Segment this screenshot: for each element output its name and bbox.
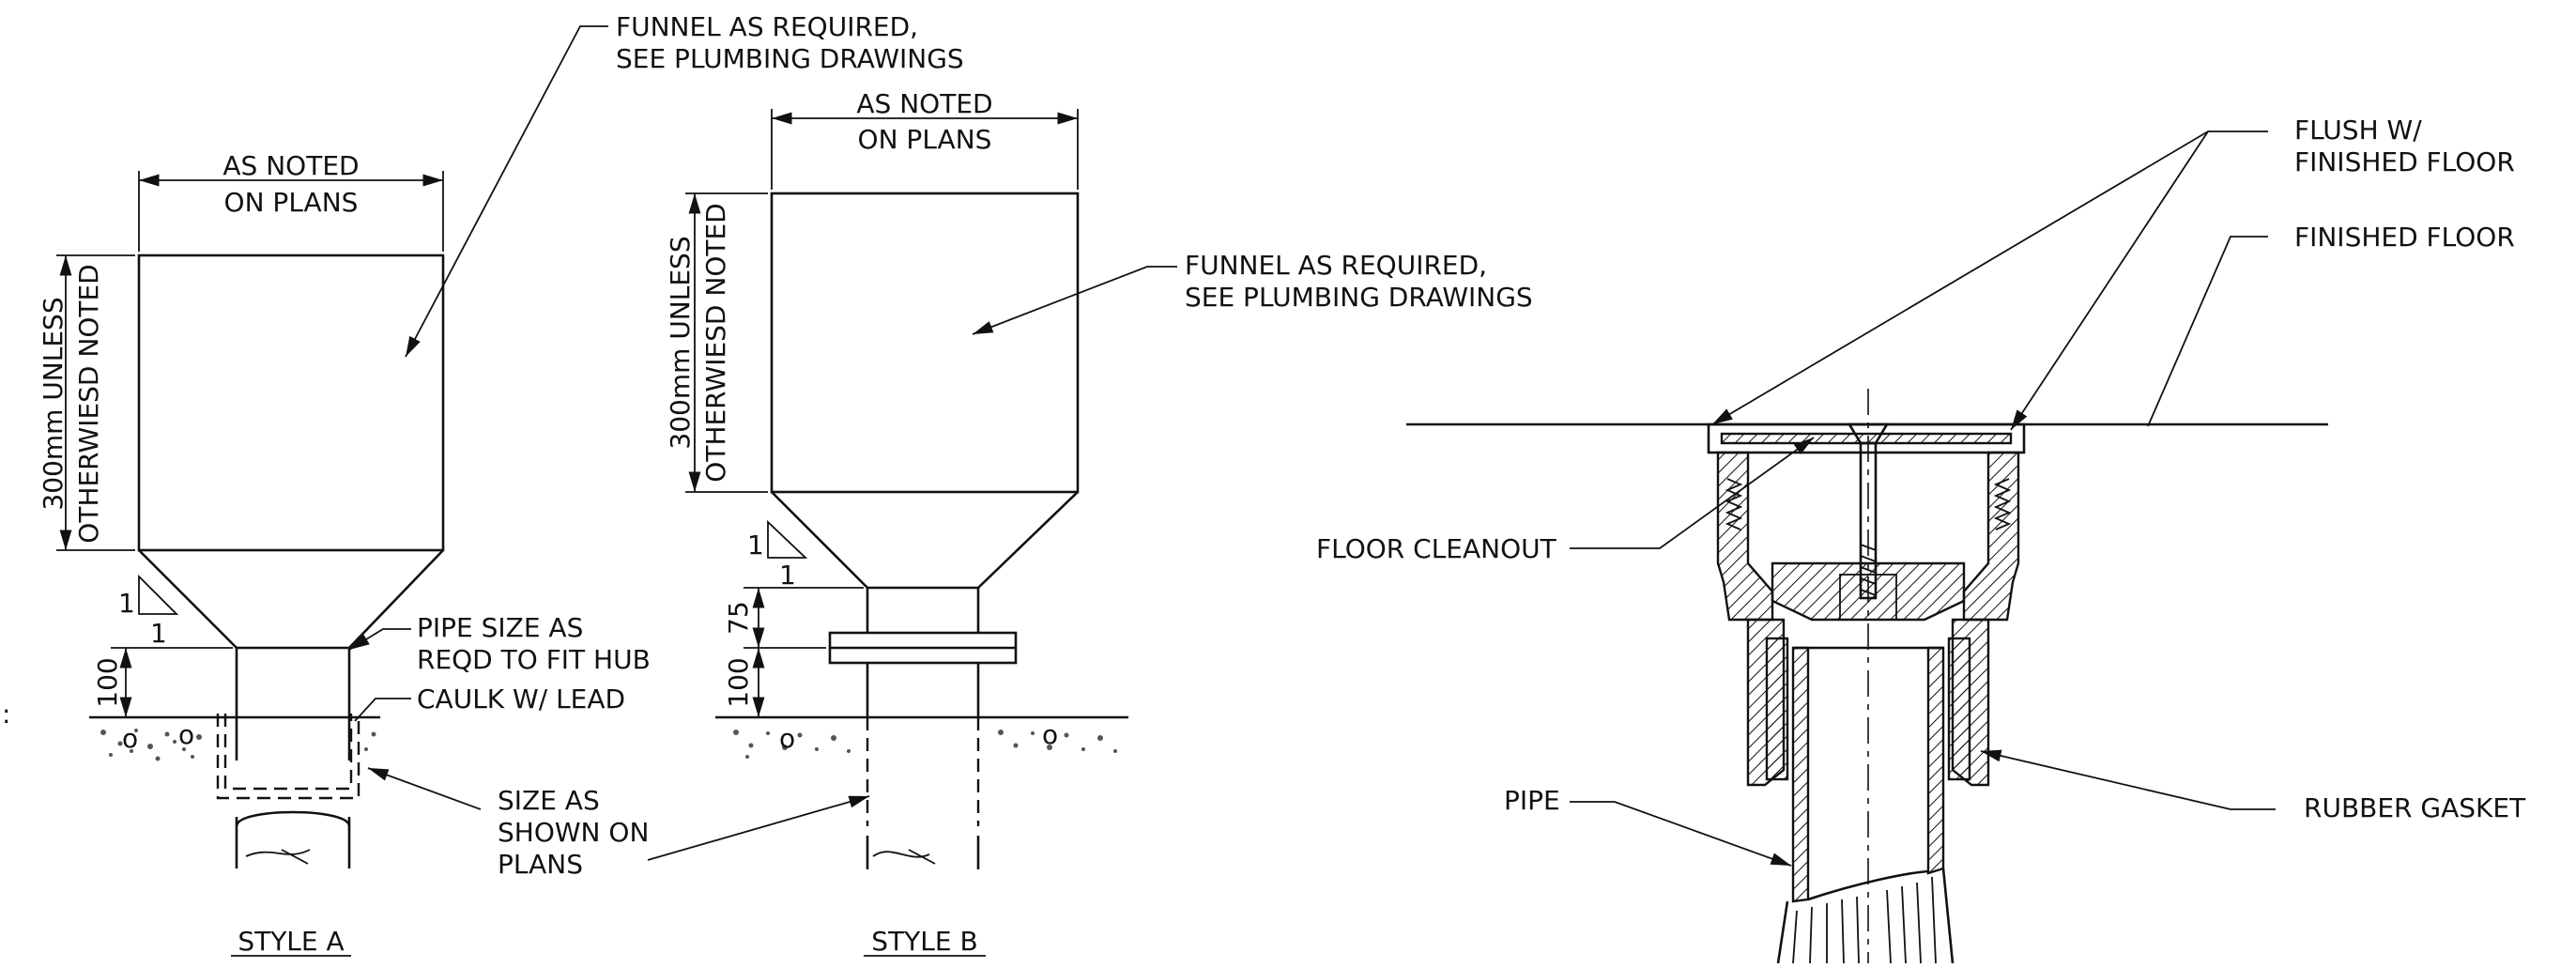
style-b-height-label-2: OTHERWIESD NOTED	[700, 203, 731, 482]
finished-floor-leader	[2147, 236, 2268, 427]
style-a-width-label-2: ON PLANS	[224, 187, 359, 218]
style-a-slope-triangle	[138, 574, 179, 615]
style-a-funnel-body	[137, 254, 445, 552]
style-b-width-label-2: ON PLANS	[858, 124, 992, 155]
style-b-funnel-leader	[972, 266, 1177, 335]
size-note-2: SHOWN ON	[498, 817, 649, 848]
style-b-slope-rise: 1	[747, 530, 764, 561]
rubber-gasket-note: RUBBER GASKET	[2304, 792, 2526, 823]
style-a-funnel-leader	[405, 25, 608, 358]
flush-note-2: FINISHED FLOOR	[2294, 146, 2515, 177]
style-b-detail: o o AS NOTED ON PLANS 300mm UNLESS OTHER…	[665, 88, 1533, 957]
size-note-1: SIZE AS	[498, 785, 600, 816]
style-a-width-label-1: AS NOTED	[222, 150, 359, 181]
cleanout-plug	[1771, 561, 1966, 622]
style-a-slope-rise: 1	[118, 588, 135, 619]
style-a-pipe-size-leader	[348, 628, 411, 651]
cleanout-housing-left	[1716, 451, 1774, 622]
style-a-funnel-note-1: FUNNEL AS REQUIRED,	[616, 11, 918, 42]
flush-note-1: FLUSH W/	[2294, 115, 2422, 146]
style-b-height-label-1: 300mm UNLESS	[665, 236, 696, 449]
cleanout-housing-right	[1962, 451, 2020, 622]
finished-floor-note: FINISHED FLOOR	[2294, 222, 2515, 253]
style-a-caulk-leader	[354, 698, 411, 722]
style-b-title: STYLE B	[871, 926, 977, 957]
style-a-pipe-size-1: PIPE SIZE AS	[417, 612, 583, 643]
size-note-3: PLANS	[498, 849, 583, 880]
svg-text:o: o	[779, 723, 795, 754]
svg-text:o: o	[122, 723, 138, 754]
style-b-concrete-hatch	[733, 730, 1117, 759]
cleanout-pipe-right-wall	[1926, 646, 1945, 875]
style-a-funnel-note-2: SEE PLUMBING DRAWINGS	[616, 43, 964, 74]
floor-cleanout-note: FLOOR CLEANOUT	[1316, 533, 1557, 564]
style-a-slope-run: 1	[150, 618, 167, 649]
style-b-slope-run: 1	[779, 560, 796, 591]
style-a-size-leader	[367, 767, 482, 810]
pipe-note: PIPE	[1504, 785, 1560, 816]
flush-leader-1	[1711, 131, 2268, 425]
style-b-funnel-note-2: SEE PLUMBING DRAWINGS	[1185, 282, 1533, 313]
style-b-size-leader	[647, 795, 870, 861]
floor-cleanout-detail: FLUSH W/ FINISHED FLOOR FINISHED FLOOR F…	[1316, 115, 2526, 964]
style-b-funnel-note-1: FUNNEL AS REQUIRED,	[1185, 250, 1487, 281]
style-b-slope-triangle	[767, 519, 808, 559]
style-a-height-label-1: 300mm UNLESS	[38, 297, 69, 510]
cleanout-pipe-left-wall	[1791, 646, 1810, 903]
style-b-width-label-1: AS NOTED	[856, 88, 992, 119]
pipe-leader	[1570, 801, 1792, 867]
svg-text:o: o	[1042, 719, 1058, 750]
style-a-pipe-size-2: REQD TO FIT HUB	[417, 644, 651, 675]
flush-leader-2	[2010, 131, 2209, 431]
style-a-concrete-hatch	[100, 729, 376, 761]
style-b-depth-label: 100	[723, 657, 754, 707]
style-a-depth-label: 100	[92, 657, 123, 707]
floor-cleanout-leader	[1570, 437, 1815, 549]
edge-mark: :	[2, 699, 10, 730]
style-b-flange-label: 75	[723, 601, 754, 635]
style-a-hub	[216, 714, 360, 800]
style-a-detail: o o AS NOTED ON PLANS 300mm UNLESS OTHER…	[38, 11, 964, 957]
style-a-funnel-taper	[138, 549, 444, 650]
style-a-caulk-note: CAULK W/ LEAD	[417, 684, 625, 714]
style-a-title: STYLE A	[238, 926, 344, 957]
style-a-height-label-2: OTHERWIESD NOTED	[73, 264, 104, 543]
svg-text:o: o	[178, 719, 194, 750]
style-b-funnel-taper	[771, 491, 1079, 590]
style-b-funnel-body	[770, 192, 1080, 494]
rubber-gasket-leader	[1980, 749, 2276, 810]
